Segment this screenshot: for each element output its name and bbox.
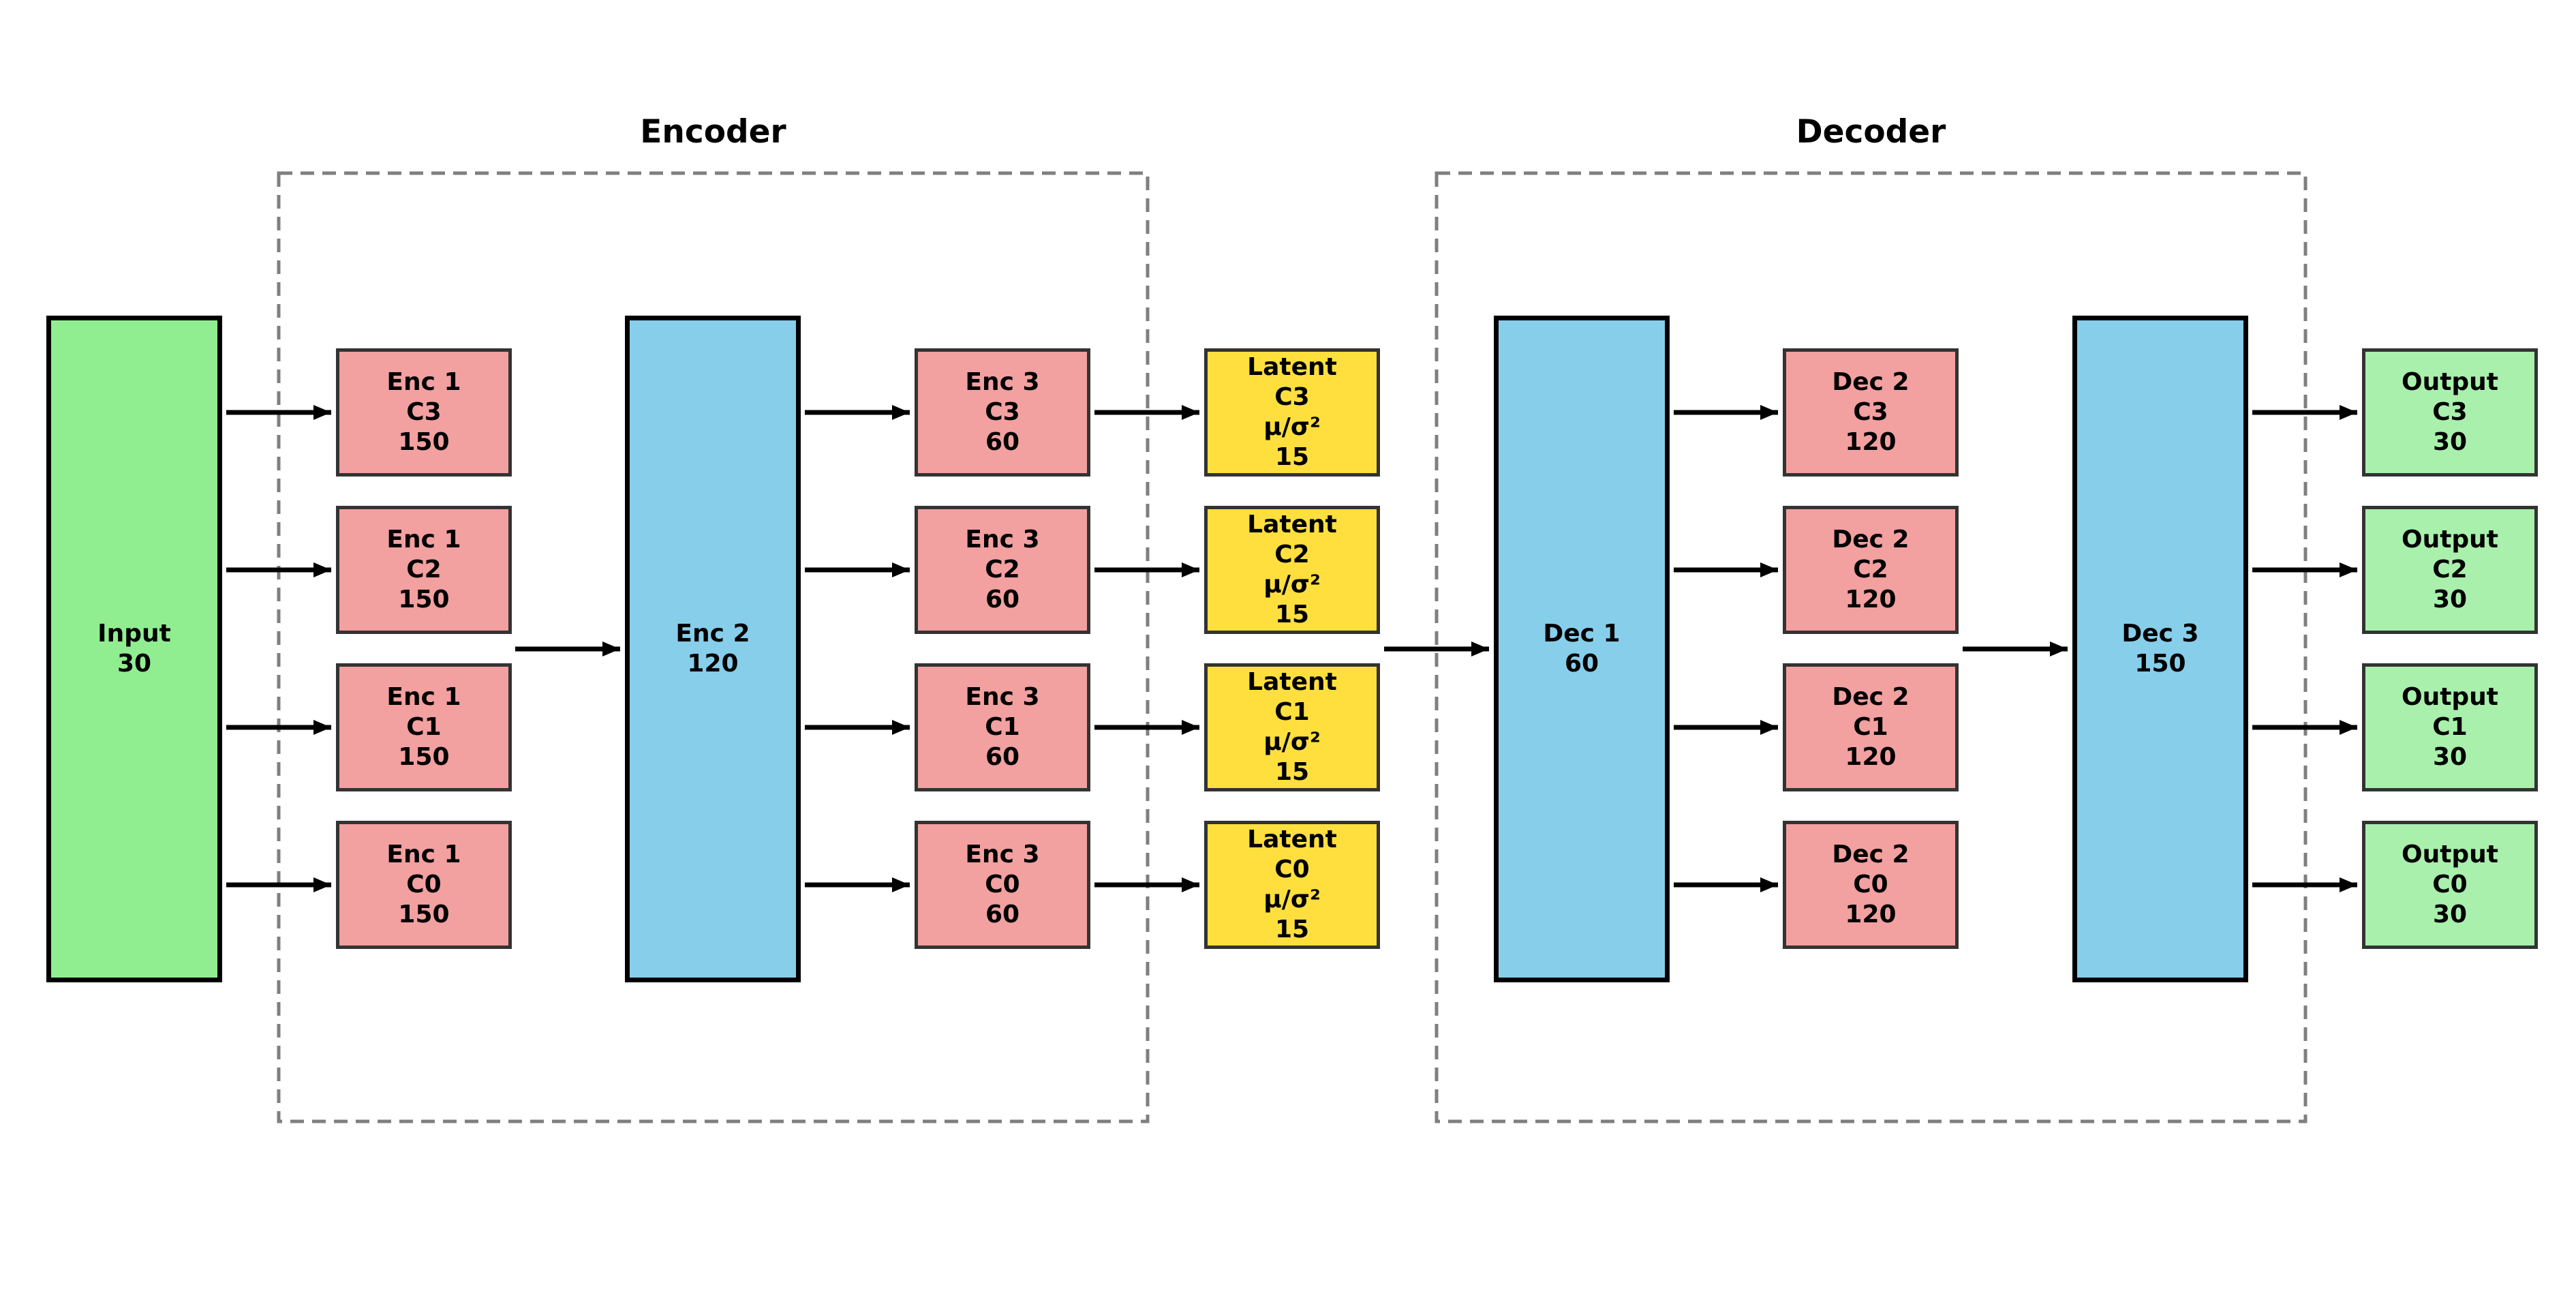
encoder-group-title: Encoder [640, 113, 786, 151]
node-enc3-c2: Enc 3 C2 60 [915, 506, 1090, 634]
node-latent-c2: Latent C2 μ/σ² 15 [1204, 506, 1380, 634]
node-enc1-c1: Enc 1 C1 150 [336, 663, 512, 791]
node-output-c2: Output C2 30 [2362, 506, 2538, 634]
node-output-c1: Output C1 30 [2362, 663, 2538, 791]
node-latent-c1: Latent C1 μ/σ² 15 [1204, 663, 1380, 791]
node-enc3-c1: Enc 3 C1 60 [915, 663, 1090, 791]
node-dec2-c2: Dec 2 C2 120 [1783, 506, 1959, 634]
node-enc2: Enc 2 120 [625, 316, 801, 982]
node-enc1-c0: Enc 1 C0 150 [336, 821, 512, 949]
node-output-c3: Output C3 30 [2362, 348, 2538, 477]
node-dec2-c1: Dec 2 C1 120 [1783, 663, 1959, 791]
node-output-c0: Output C0 30 [2362, 821, 2538, 949]
node-dec2-c0: Dec 2 C0 120 [1783, 821, 1959, 949]
decoder-group-title: Decoder [1796, 113, 1946, 151]
node-input: Input 30 [46, 316, 222, 982]
node-enc1-c3: Enc 1 C3 150 [336, 348, 512, 477]
node-latent-c3: Latent C3 μ/σ² 15 [1204, 348, 1380, 477]
node-dec1: Dec 1 60 [1494, 316, 1670, 982]
node-enc1-c2: Enc 1 C2 150 [336, 506, 512, 634]
node-latent-c0: Latent C0 μ/σ² 15 [1204, 821, 1380, 949]
node-dec3: Dec 3 150 [2072, 316, 2248, 982]
node-enc3-c3: Enc 3 C3 60 [915, 348, 1090, 477]
node-enc3-c0: Enc 3 C0 60 [915, 821, 1090, 949]
node-dec2-c3: Dec 2 C3 120 [1783, 348, 1959, 477]
